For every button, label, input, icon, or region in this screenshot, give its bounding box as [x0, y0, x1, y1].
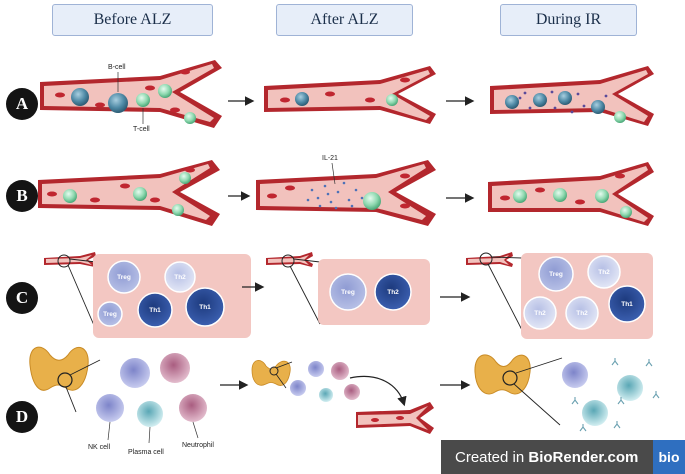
t-cell: [179, 172, 191, 184]
column-header-during-ir: During IR: [500, 4, 637, 36]
plasma-cell: [319, 388, 333, 402]
th2-label: Th2: [576, 310, 588, 317]
row-a-after-vessel: [264, 66, 436, 124]
plasma-label: Plasma cell: [128, 449, 164, 456]
nk-pointer: [107, 421, 111, 441]
b-cell: [591, 100, 605, 114]
antibodies: [518, 90, 608, 114]
antibodies: [571, 358, 660, 432]
t-cell: [513, 189, 527, 203]
row-d-vessel: [356, 402, 434, 434]
nk-cell: [308, 361, 324, 377]
th2-cell: [565, 296, 599, 330]
plasma-cell: [582, 400, 608, 426]
treg-cell: [538, 256, 574, 292]
b-cell: [533, 93, 547, 107]
row-label-a: A: [6, 88, 38, 120]
tcell-label: T-cell: [133, 126, 150, 133]
biorender-logo-icon: bio: [653, 440, 685, 474]
th1-label: Th1: [621, 301, 633, 308]
zoom-circle: [57, 372, 73, 388]
b-cell: [505, 95, 519, 109]
b-cell: [295, 92, 309, 106]
plasma-pointer: [148, 426, 151, 444]
zoom-circle: [502, 370, 518, 386]
b-cell: [108, 93, 128, 113]
bcell-label: B-cell: [108, 64, 126, 71]
row-b-after-vessel: [256, 160, 436, 226]
neutrophil-label: Neutrophil: [182, 442, 214, 449]
t-cell: [553, 188, 567, 202]
t-cell: [63, 189, 77, 203]
nk-cell: [290, 380, 306, 396]
t-cell: [184, 112, 196, 124]
row-a-before-vessel: [40, 60, 222, 128]
neutrophil: [179, 394, 207, 422]
th2-cell: [164, 261, 196, 293]
nk-label: NK cell: [88, 444, 111, 451]
th2-cell: [523, 296, 557, 330]
plasma-cell: [137, 401, 163, 427]
column-header-before-alz: Before ALZ: [52, 4, 213, 36]
b-cell: [558, 91, 572, 105]
treg-label: Treg: [117, 274, 131, 281]
t-cell: [158, 84, 172, 98]
thyroid-after: [251, 360, 291, 386]
th2-label: Th2: [534, 310, 546, 317]
treg-label: Treg: [341, 289, 355, 296]
th1-label: Th1: [149, 307, 161, 314]
zoom-circle: [479, 252, 493, 266]
biorender-credit-banner: Created in BioRender.com bio: [441, 440, 685, 474]
zoom-circle: [281, 254, 295, 268]
row-label-d: D: [6, 401, 38, 433]
th1-cell: [137, 292, 173, 328]
row-label-c: C: [6, 282, 38, 314]
row-c-after-mini-vessel: [266, 252, 313, 267]
th2-label: Th2: [174, 274, 186, 281]
nk-cell: [562, 362, 588, 388]
il21-pointer: [331, 162, 336, 185]
t-cell: [620, 206, 632, 218]
treg-label: Treg: [103, 311, 117, 318]
th1-cell: [608, 285, 646, 323]
th2-label: Th2: [387, 289, 399, 296]
treg-cell: [97, 301, 123, 327]
credit-text: Created in BioRender.com: [455, 448, 639, 466]
b-cell: [71, 88, 89, 106]
neutrophil: [344, 384, 360, 400]
th2-label: Th2: [598, 269, 610, 276]
th1-label: Th1: [199, 304, 211, 311]
t-cell: [136, 93, 150, 107]
t-cell: [386, 94, 398, 106]
treg-cell: [107, 260, 141, 294]
t-cell: [133, 187, 147, 201]
row-b-during-vessel: [488, 162, 654, 226]
column-header-after-alz: After ALZ: [276, 4, 413, 36]
t-cell: [363, 192, 381, 210]
t-cell: [595, 189, 609, 203]
thyroid-before: [29, 346, 89, 391]
th2-cell: [374, 273, 412, 311]
il21-label: IL-21: [322, 155, 338, 162]
th2-cell: [587, 255, 621, 289]
nk-cell: [96, 394, 124, 422]
il21-particles: [306, 181, 364, 210]
t-cell: [172, 204, 184, 216]
th1-cell: [185, 287, 225, 327]
t-cell: [614, 111, 626, 123]
row-c-during-mini-vessel: [466, 252, 513, 267]
neutrophil: [331, 362, 349, 380]
treg-label: Treg: [549, 271, 563, 278]
treg-cell: [329, 273, 367, 311]
plasma-cell: [617, 375, 643, 401]
nk-cell: [120, 358, 150, 388]
neutrophil: [160, 353, 190, 383]
arrow-curved: [349, 375, 407, 407]
row-label-b: B: [6, 180, 38, 212]
thyroid-during: [474, 354, 531, 395]
neutrophil-pointer: [192, 421, 199, 439]
zoom-circle: [57, 254, 71, 268]
